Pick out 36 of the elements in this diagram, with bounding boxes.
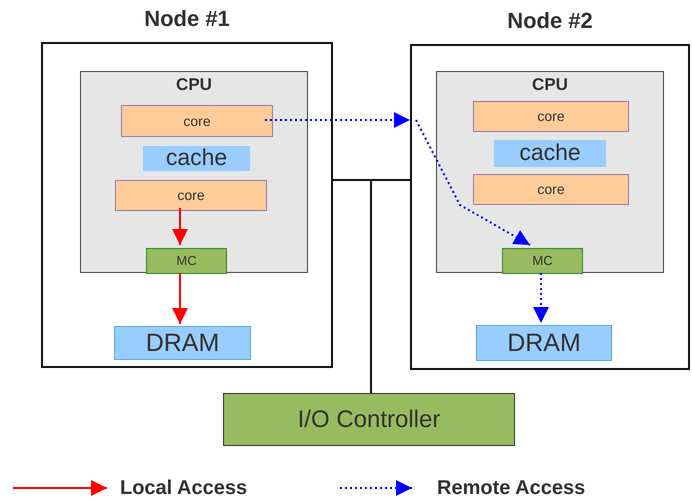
connector-arrow bbox=[415, 120, 530, 246]
core-box bbox=[473, 101, 629, 132]
node-title: Node #2 bbox=[507, 8, 593, 34]
dram-label: DRAM bbox=[507, 328, 581, 358]
node-title: Node #1 bbox=[144, 6, 230, 32]
io-controller-box bbox=[223, 393, 515, 446]
memory-controller-label: MC bbox=[176, 254, 197, 268]
connector-arrow bbox=[172, 208, 188, 245]
cpu-label: CPU bbox=[532, 75, 568, 95]
cpu-box bbox=[80, 71, 308, 273]
cache-box bbox=[494, 140, 606, 167]
legend-label: Remote Access bbox=[437, 477, 586, 499]
cache-box bbox=[143, 146, 250, 171]
dram-box bbox=[114, 326, 251, 360]
connector-arrow bbox=[265, 112, 410, 128]
core-label: core bbox=[177, 187, 205, 204]
core-box bbox=[115, 180, 267, 211]
io-controller-label: I/O Controller bbox=[298, 406, 440, 434]
cpu-box bbox=[436, 71, 664, 273]
connection-line bbox=[370, 179, 410, 393]
cache-label: cache bbox=[166, 144, 228, 171]
core-label: core bbox=[183, 112, 211, 130]
dram-label: DRAM bbox=[146, 328, 220, 358]
memory-controller-label: MC bbox=[532, 254, 553, 268]
memory-controller-box bbox=[502, 248, 583, 274]
cpu-label: CPU bbox=[176, 75, 212, 95]
core-box bbox=[473, 174, 629, 205]
connector-arrow bbox=[172, 273, 188, 324]
memory-controller-box bbox=[146, 248, 227, 274]
connector-arrow bbox=[533, 273, 549, 323]
legend-label: Local Access bbox=[120, 477, 248, 499]
core-label: core bbox=[537, 108, 565, 125]
core-label: core bbox=[537, 181, 565, 198]
core-box bbox=[121, 105, 273, 137]
cache-label: cache bbox=[519, 139, 581, 166]
dram-box bbox=[476, 325, 612, 361]
